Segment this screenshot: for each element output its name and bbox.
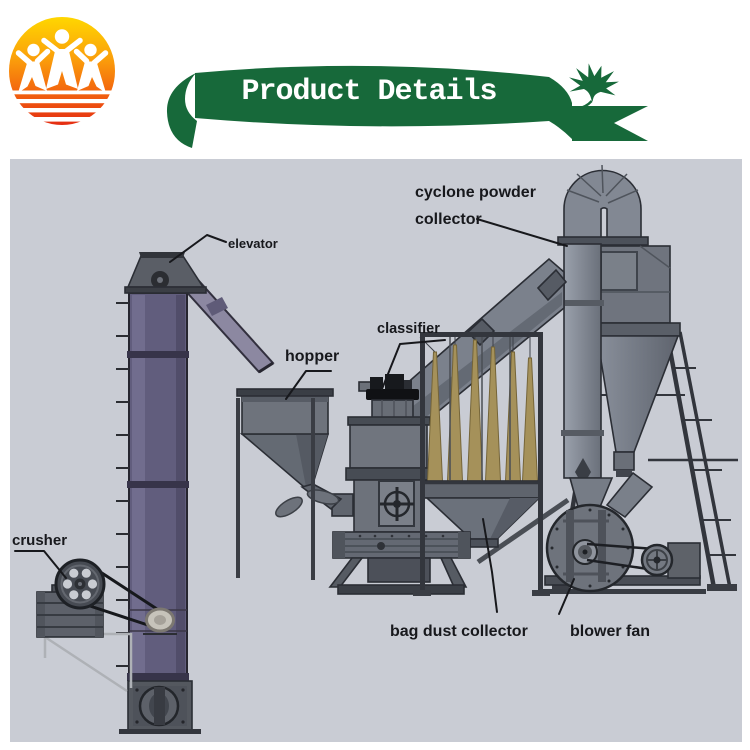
ribbon-banner: [166, 65, 648, 148]
cyclone-elbow-duct: [557, 164, 649, 247]
feeder-paddle: [306, 489, 340, 505]
jaw-crusher: [36, 558, 177, 693]
duct-support-strut: [476, 497, 570, 565]
label-bag-dust-collector: bag dust collector: [390, 623, 528, 640]
logo-figures: [18, 29, 106, 93]
annotation-labels: elevator cyclone powder collector classi…: [12, 184, 650, 640]
leaf-icon: [569, 63, 619, 111]
cyclone-discharge-valve: [616, 470, 632, 477]
classifier-motor: [370, 374, 412, 390]
header: Product Details: [5, 17, 648, 148]
crusher-support-frame: [43, 632, 133, 693]
label-blower-fan: blower fan: [570, 623, 650, 640]
feeder-paddle: [275, 496, 303, 518]
elevator-boot: [119, 680, 201, 734]
fan-outlet-duct: [605, 471, 654, 519]
elevator-mid-pulley: [143, 607, 177, 635]
label-hopper: hopper: [285, 348, 339, 365]
fan-suction-pipe: [561, 243, 614, 508]
page-title: Product Details: [241, 75, 496, 109]
cyclone-access-panel: [600, 251, 638, 291]
hopper-legs: [236, 398, 315, 580]
label-elevator: elevator: [228, 236, 278, 251]
elevator-head: [124, 252, 207, 294]
mill-door-handwheel: [380, 487, 414, 521]
feed-hopper: [236, 388, 343, 580]
crusher-flywheel: [54, 558, 106, 610]
label-cyclone-powder-collector: cyclone powder: [415, 184, 536, 201]
mill-gearbox-base: [328, 531, 471, 595]
bag-dust-collector: [419, 336, 570, 565]
logo-figure-arms: [15, 37, 109, 66]
grinding-mill: [331, 374, 431, 533]
label-classifier: classifier: [377, 321, 440, 337]
diagram-canvas: elevator cyclone powder collector classi…: [10, 159, 742, 742]
label-cyclone-powder-collector-line2: collector: [415, 211, 482, 228]
fan-motor-pulley: [640, 542, 701, 579]
logo-stripes: [5, 90, 119, 122]
brand-logo: [5, 17, 119, 125]
classifier-disc: [366, 389, 419, 400]
cyclone-powder-collector: [593, 245, 681, 477]
blower-fan: [540, 471, 706, 594]
filter-cones: [419, 336, 539, 482]
cyclone-inlet-flange: [557, 236, 649, 246]
annotation-leaders: [14, 218, 575, 615]
label-crusher: crusher: [12, 532, 67, 549]
